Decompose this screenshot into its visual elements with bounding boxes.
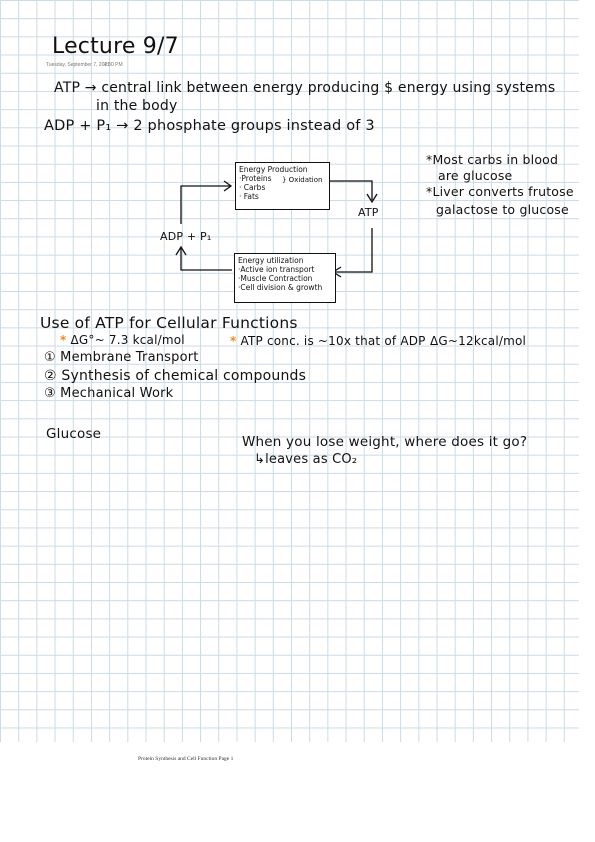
energy-production-title: Energy Production [239, 165, 308, 174]
adp-definition: ADP + P₁ → 2 phosphate groups instead of… [44, 118, 375, 134]
delta-g-cellular: ΔG~12kcal/mol [430, 334, 527, 348]
utilization-item-ion-transport: ·Active ion transport [238, 265, 315, 274]
arrowhead-1 [223, 180, 233, 192]
oxidation-label: } Oxidation [282, 176, 323, 184]
adp-label: ADP + P₁ [160, 230, 212, 243]
energy-production-box: Energy Production ·Proteins · Carbs · Fa… [235, 162, 330, 210]
atp-definition-line-1: ATP → central link between energy produc… [54, 80, 556, 96]
production-item-proteins: ·Proteins [239, 174, 272, 183]
weight-loss-answer: ↳leaves as CO₂ [254, 452, 358, 467]
energy-utilization-title: Energy utilization [238, 256, 304, 265]
glucose-heading: Glucose [46, 426, 102, 442]
utilization-item-muscle: ·Muscle Contraction [238, 274, 313, 283]
utilization-item-cell-division: ·Cell division & growth [238, 283, 323, 292]
atp-conc-text: ATP conc. is ~10x that of ADP [240, 334, 426, 348]
note-glucose: are glucose [438, 168, 513, 183]
page-date: Tuesday, September 7, 2021 [46, 62, 110, 68]
list-item: ① Membrane Transport [44, 350, 199, 365]
arrow-utilization-to-adp [180, 248, 232, 271]
delta-g-text: ΔG°~ 7.3 kcal/mol [70, 333, 185, 347]
star-icon: * [60, 333, 67, 347]
arrowhead-4 [175, 245, 187, 256]
arrow-production-to-atp [323, 180, 373, 200]
page-title: Lecture 9/7 [52, 34, 179, 59]
energy-utilization-box: Energy utilization ·Active ion transport… [234, 253, 336, 303]
note-carbs-blood: *Most carbs in blood [426, 152, 559, 167]
star-icon: * [230, 334, 237, 348]
production-item-carbs: · Carbs [239, 183, 266, 192]
arrowhead-2 [366, 193, 378, 204]
page-footer: Protein Synthesis and Cell Function Page… [138, 756, 234, 762]
note-galactose: galactose to glucose [436, 202, 569, 217]
weight-loss-question: When you lose weight, where does it go? [242, 434, 528, 450]
atp-concentration: * ATP conc. is ~10x that of ADP [230, 334, 426, 348]
arrow-atp-to-utilization [334, 228, 373, 273]
arrow-adp-to-production [180, 185, 230, 224]
list-item: ② Synthesis of chemical compounds [44, 368, 307, 384]
section-heading: Use of ATP for Cellular Functions [40, 314, 298, 332]
atp-definition-line-2: in the body [96, 98, 178, 114]
list-item: ③ Mechanical Work [44, 386, 174, 401]
grid-paper-background [0, 0, 579, 742]
atp-label: ATP [358, 206, 379, 219]
production-item-fats: · Fats [239, 192, 259, 201]
delta-g-standard: * ΔG°~ 7.3 kcal/mol [60, 333, 185, 347]
page-time: 4:30 PM [104, 62, 123, 68]
note-liver: *Liver converts frutose [426, 184, 574, 199]
